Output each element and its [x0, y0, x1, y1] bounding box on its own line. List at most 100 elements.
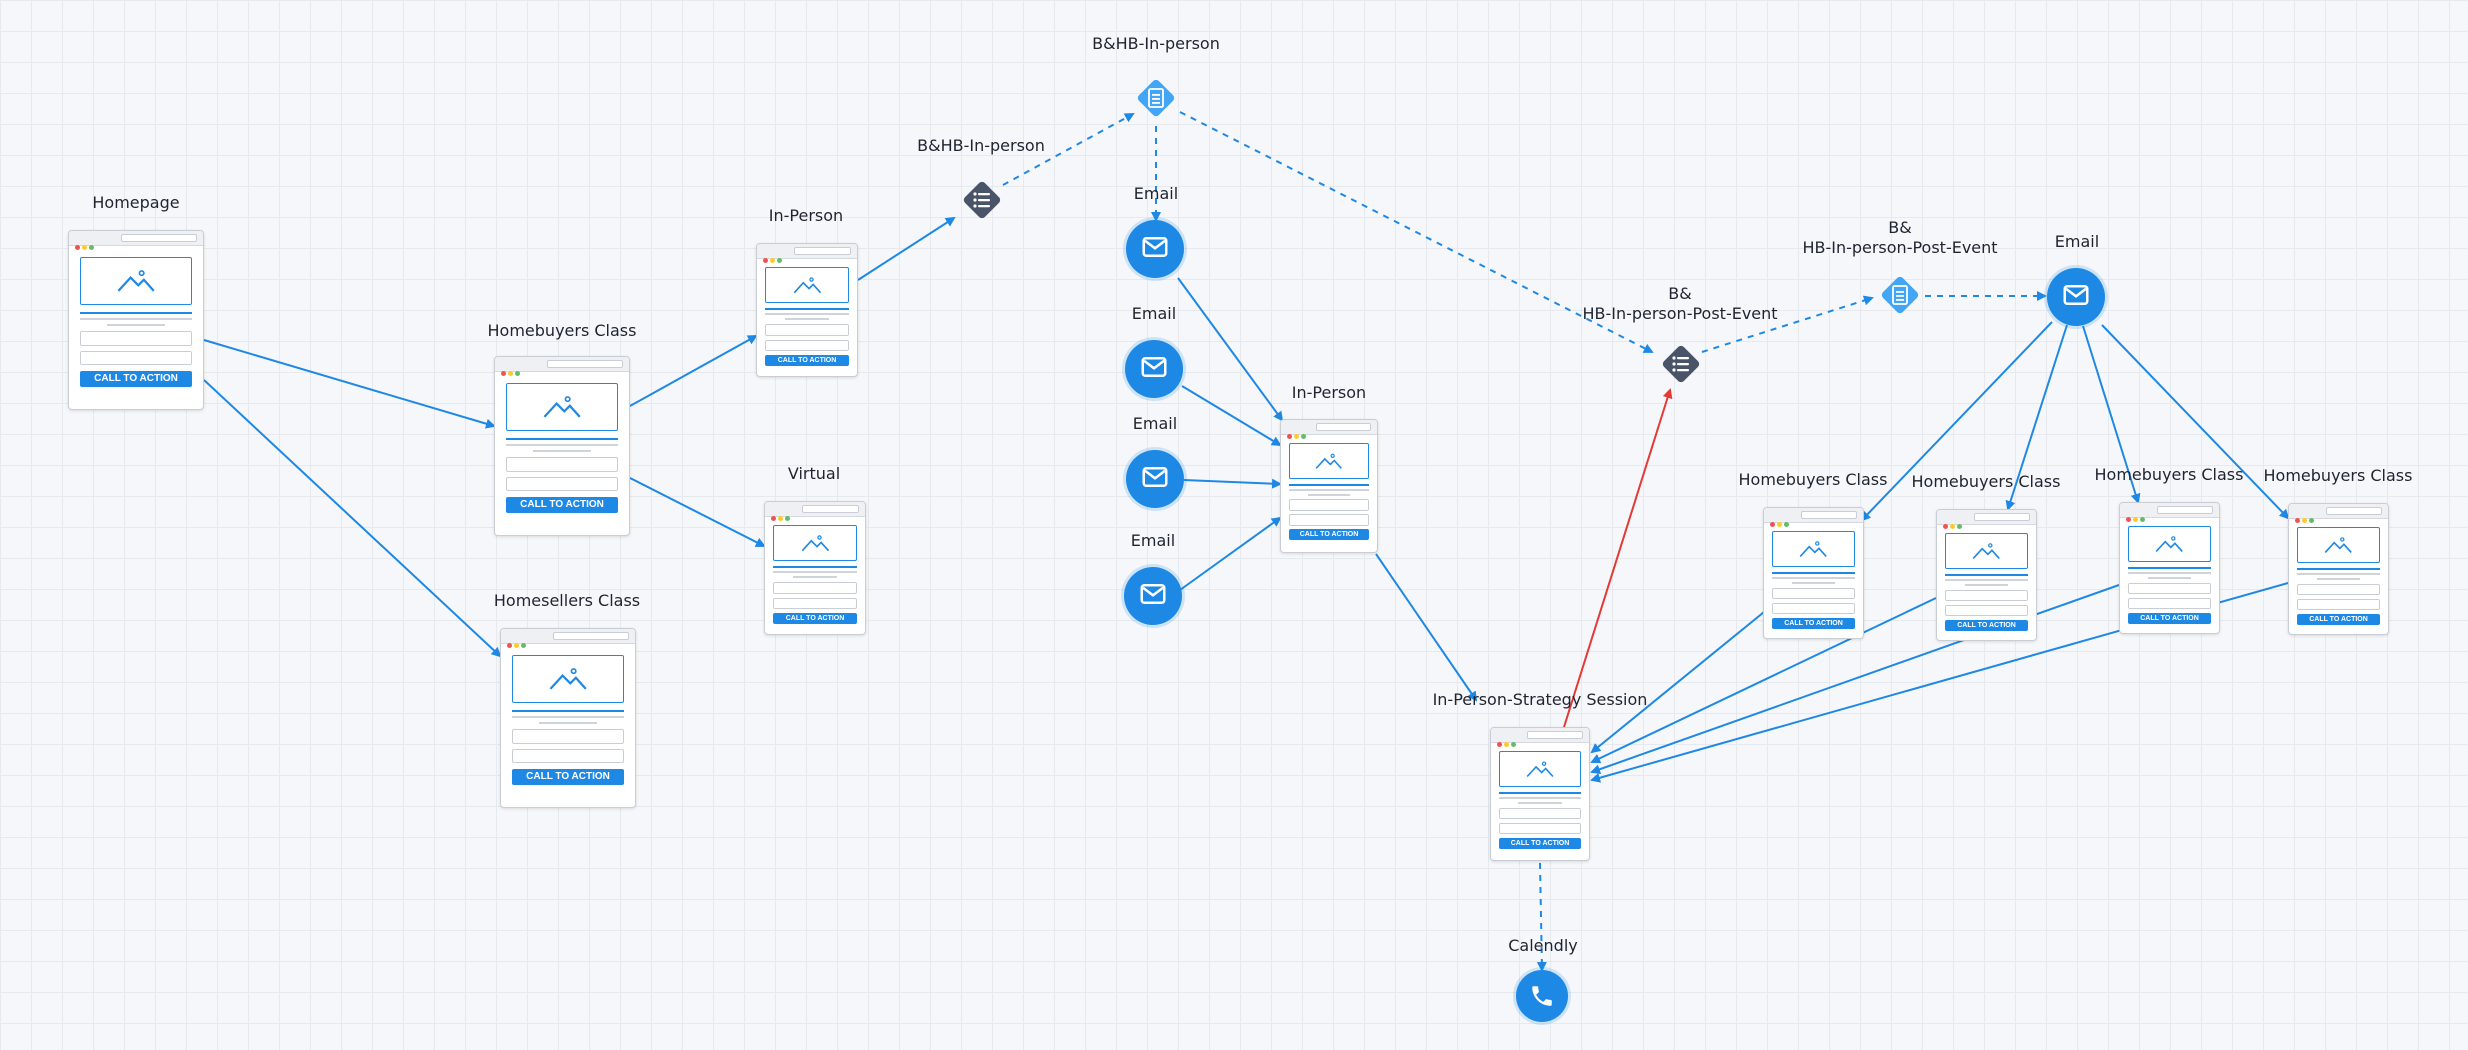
cta-button[interactable]: CALL TO ACTION — [505, 496, 619, 513]
image-placeholder-icon — [79, 256, 193, 305]
node-hb-class-a[interactable]: CALL TO ACTION — [1763, 507, 1864, 639]
envelope-icon — [1140, 462, 1170, 496]
browser-bar — [1491, 728, 1589, 747]
node-label-post-event-list: B& HB-In-person-Post-Event — [1582, 284, 1778, 323]
cta-button[interactable]: CALL TO ACTION — [1771, 617, 1856, 629]
form-field — [1498, 807, 1582, 820]
cta-button[interactable]: CALL TO ACTION — [79, 370, 193, 387]
browser-bar — [757, 244, 857, 263]
node-label-hb-class-d: Homebuyers Class — [2263, 466, 2413, 485]
image-placeholder-icon — [505, 382, 619, 431]
node-post-event-form[interactable] — [1877, 272, 1923, 318]
envelope-icon — [2061, 280, 2091, 314]
node-virtual[interactable]: CALL TO ACTION — [764, 501, 866, 635]
cta-button[interactable]: CALL TO ACTION — [1498, 838, 1582, 850]
edge-email_5-to-hb_class_d — [2101, 324, 2290, 520]
form-field — [1771, 602, 1856, 614]
node-calendly[interactable] — [1516, 970, 1568, 1022]
node-bhb-list[interactable] — [959, 177, 1005, 223]
image-placeholder-icon — [1944, 532, 2029, 569]
form-field — [79, 350, 193, 366]
browser-bar — [2120, 503, 2219, 522]
cta-button[interactable]: CALL TO ACTION — [511, 768, 625, 785]
edge-homepage-to-homebuyers_class_main — [203, 339, 496, 429]
node-hb-class-c[interactable]: CALL TO ACTION — [2119, 502, 2220, 634]
node-label-email-5: Email — [2054, 232, 2100, 251]
node-label-hb-class-b: Homebuyers Class — [1911, 472, 2061, 491]
cta-button[interactable]: CALL TO ACTION — [1288, 529, 1370, 541]
cta-button[interactable]: CALL TO ACTION — [773, 612, 857, 624]
node-hb-class-d[interactable]: CALL TO ACTION — [2288, 503, 2389, 635]
image-placeholder-icon — [511, 654, 625, 703]
form-field — [2127, 582, 2212, 594]
form-field — [505, 457, 619, 472]
browser-bar — [69, 231, 203, 250]
node-strategy-session[interactable]: CALL TO ACTION — [1490, 727, 1590, 861]
browser-bar — [1764, 508, 1863, 527]
image-placeholder-icon — [773, 525, 857, 562]
node-bhb-form[interactable] — [1133, 75, 1179, 121]
node-homepage[interactable]: CALL TO ACTION — [68, 230, 204, 410]
node-email-5[interactable] — [2047, 268, 2105, 326]
edge-homebuyers_class_main-to-in_person_1 — [629, 335, 758, 407]
node-in-person-2[interactable]: CALL TO ACTION — [1280, 419, 1378, 553]
form-field — [2296, 598, 2381, 610]
node-email-2[interactable] — [1125, 340, 1183, 398]
form-field — [511, 748, 625, 764]
edge-hb_class_a-to-strategy_session — [1590, 611, 1765, 754]
node-label-bhb-form: B&HB-In-person — [1092, 34, 1220, 53]
cta-button[interactable]: CALL TO ACTION — [2127, 612, 2212, 624]
image-placeholder-icon — [2127, 525, 2212, 562]
form-field — [773, 597, 857, 609]
browser-bar — [495, 357, 629, 376]
form-field — [505, 476, 619, 492]
list-icon — [1672, 356, 1689, 372]
node-label-homebuyers-class-main: Homebuyers Class — [487, 321, 637, 340]
node-email-4[interactable] — [1124, 567, 1182, 625]
node-in-person-1[interactable]: CALL TO ACTION — [756, 243, 858, 377]
node-label-bhb-list: B&HB-In-person — [917, 136, 1045, 155]
form-field — [1498, 822, 1582, 835]
edge-homebuyers_class_main-to-virtual — [629, 477, 766, 547]
form-field — [773, 582, 857, 594]
node-label-email-4: Email — [1130, 531, 1176, 550]
node-label-homepage: Homepage — [92, 193, 180, 212]
node-hb-class-b[interactable]: CALL TO ACTION — [1936, 509, 2037, 641]
form-field — [2127, 597, 2212, 609]
node-label-calendly: Calendly — [1508, 936, 1578, 955]
form-field — [1288, 499, 1370, 511]
node-homebuyers-class-main[interactable]: CALL TO ACTION — [494, 356, 630, 536]
node-email-1[interactable] — [1126, 220, 1184, 278]
node-label-strategy-session: In-Person-Strategy Session — [1432, 690, 1648, 709]
cta-button[interactable]: CALL TO ACTION — [765, 354, 849, 366]
image-placeholder-icon — [1288, 442, 1370, 479]
node-label-hb-class-c: Homebuyers Class — [2094, 465, 2244, 484]
node-email-3[interactable] — [1126, 450, 1184, 508]
form-field — [79, 331, 193, 346]
node-label-email-2: Email — [1131, 304, 1177, 323]
edge-homepage-to-homesellers_class — [203, 379, 502, 658]
node-label-in-person-1: In-Person — [768, 206, 844, 225]
cta-button[interactable]: CALL TO ACTION — [1944, 619, 2029, 631]
form-field — [1944, 589, 2029, 601]
image-placeholder-icon — [765, 267, 849, 304]
edge-strategy_session-to-post_event_list — [1563, 388, 1673, 728]
node-homesellers-class[interactable]: CALL TO ACTION — [500, 628, 636, 808]
node-label-email-1: Email — [1133, 184, 1179, 203]
cta-button[interactable]: CALL TO ACTION — [2296, 613, 2381, 625]
envelope-icon — [1139, 352, 1169, 386]
browser-bar — [1281, 420, 1377, 439]
phone-icon — [1532, 986, 1552, 1006]
edge-in_person_2-to-strategy_session — [1375, 553, 1478, 702]
browser-bar — [765, 502, 865, 521]
node-post-event-list[interactable] — [1658, 341, 1704, 387]
form-field — [1288, 514, 1370, 526]
form-field — [765, 339, 849, 351]
node-label-in-person-2: In-Person — [1291, 383, 1367, 402]
node-label-post-event-form: B& HB-In-person-Post-Event — [1802, 218, 1998, 257]
envelope-icon — [1138, 579, 1168, 613]
image-placeholder-icon — [1771, 530, 1856, 567]
list-icon — [973, 192, 990, 208]
